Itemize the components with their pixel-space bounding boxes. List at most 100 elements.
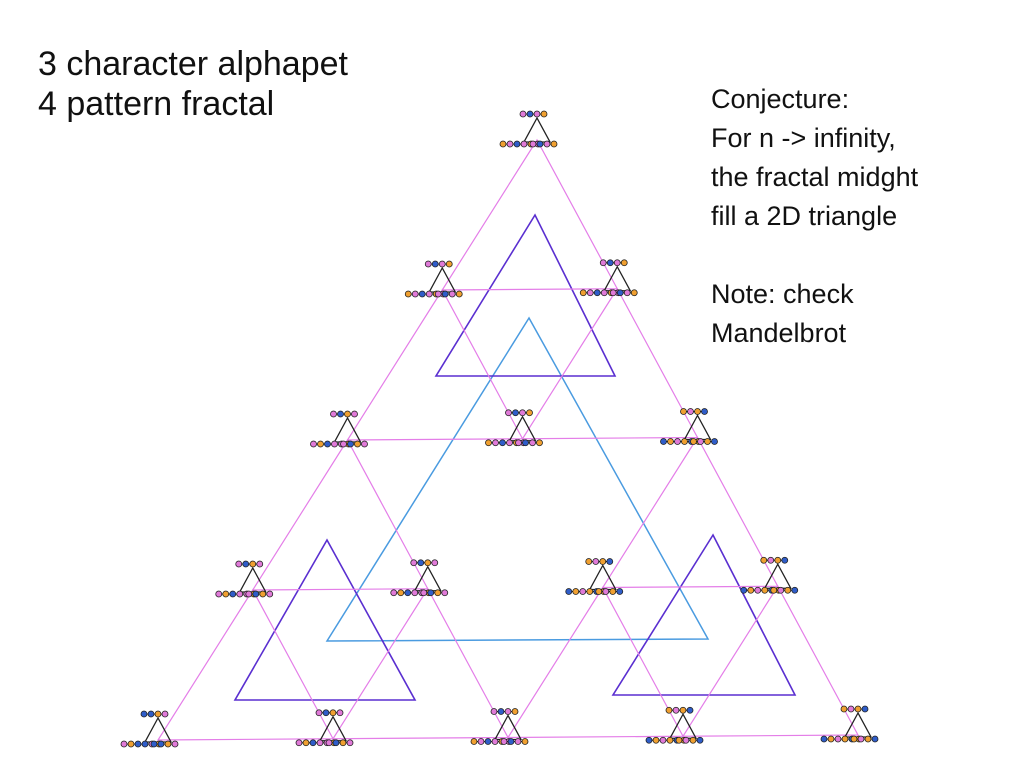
- symbol-string: [150, 740, 179, 748]
- symbol-bead: [410, 559, 418, 567]
- symbol-string: [840, 705, 869, 713]
- symbol-bead: [150, 740, 158, 748]
- symbol-bead: [404, 589, 412, 597]
- symbol-bead: [242, 560, 250, 568]
- note-line-3: the fractal midght: [711, 162, 919, 192]
- symbol-bead: [434, 290, 442, 298]
- symbol-bead: [215, 590, 223, 598]
- symbol-string: [245, 590, 274, 598]
- symbol-bead: [154, 710, 162, 718]
- level3-triangle: [156, 588, 335, 741]
- mini-triangle: [238, 566, 267, 593]
- level3-triangle: [521, 287, 699, 440]
- symbol-bead: [485, 439, 492, 447]
- symbol-bead: [515, 439, 522, 447]
- symbol-bead: [484, 738, 492, 745]
- title-line-1: 3 character alphapet: [38, 45, 348, 83]
- symbol-bead: [330, 410, 337, 418]
- leaf-node: [579, 259, 638, 297]
- leaf-node: [404, 260, 463, 298]
- symbol-string: [515, 439, 543, 447]
- symbol-bead: [540, 110, 548, 118]
- symbol-bead: [609, 289, 617, 297]
- symbol-bead: [434, 589, 442, 597]
- symbol-string: [770, 586, 799, 594]
- symbol-bead: [492, 439, 499, 447]
- symbol-bead: [854, 705, 862, 713]
- symbol-bead: [606, 558, 614, 565]
- symbol-bead: [760, 556, 768, 564]
- symbol-bead: [309, 739, 317, 747]
- symbol-string: [295, 739, 338, 747]
- symbol-string: [680, 408, 708, 415]
- symbol-bead: [506, 140, 514, 148]
- symbol-bead: [740, 586, 748, 594]
- mini-triangle: [143, 716, 173, 743]
- symbol-bead: [682, 736, 690, 744]
- symbol-bead: [585, 558, 593, 565]
- symbol-bead: [222, 590, 230, 598]
- symbol-bead: [533, 110, 541, 118]
- symbol-string: [315, 709, 344, 717]
- symbol-bead: [529, 140, 537, 148]
- symbol-bead: [512, 409, 519, 417]
- symbol-bead: [340, 440, 347, 448]
- leaf-node: [215, 560, 274, 598]
- symbol-bead: [572, 588, 580, 595]
- symbol-string: [505, 409, 533, 417]
- symbol-string: [340, 440, 368, 448]
- symbol-string: [500, 738, 529, 745]
- note-line-6: Note: check: [711, 279, 854, 309]
- symbol-bead: [592, 558, 600, 565]
- symbol-string: [760, 556, 789, 564]
- mini-triangle: [843, 711, 873, 738]
- symbol-bead: [157, 740, 165, 748]
- symbol-bead: [616, 289, 624, 297]
- symbol-bead: [445, 260, 453, 268]
- symbol-bead: [339, 739, 347, 747]
- symbol-bead: [689, 736, 697, 744]
- mini-triangle: [428, 266, 457, 293]
- symbol-bead: [696, 736, 704, 744]
- symbol-bead: [310, 440, 317, 448]
- level3-triangle: [601, 436, 779, 589]
- symbol-string: [529, 140, 558, 148]
- symbol-bead: [679, 706, 687, 714]
- symbol-bead: [499, 140, 507, 148]
- mini-triangle: [588, 564, 617, 591]
- note-line-4: fill a 2D triangle: [711, 201, 898, 231]
- symbol-string: [599, 259, 628, 267]
- symbol-bead: [543, 140, 551, 148]
- note-line-7: Mandelbrot: [711, 318, 847, 348]
- symbol-bead: [652, 736, 660, 744]
- symbol-bead: [259, 590, 267, 598]
- mini-triangle: [668, 712, 698, 739]
- symbol-string: [690, 438, 718, 445]
- symbol-string: [310, 440, 352, 448]
- symbol-bead: [871, 735, 879, 743]
- symbol-bead: [686, 706, 694, 714]
- symbol-bead: [666, 736, 674, 744]
- leaf-node: [120, 710, 179, 748]
- symbol-bead: [397, 589, 405, 597]
- note-line-1: Conjecture:: [711, 84, 850, 114]
- symbol-bead: [593, 289, 601, 297]
- symbol-bead: [519, 110, 527, 118]
- symbol-bead: [613, 259, 621, 267]
- mini-triangle: [603, 265, 632, 292]
- level3-triangle: [346, 288, 524, 441]
- leaf-node: [390, 559, 449, 597]
- symbol-bead: [411, 290, 419, 298]
- note-line-2: For n -> infinity,: [711, 123, 896, 153]
- level3-triangle: [506, 586, 685, 739]
- symbol-bead: [579, 289, 587, 297]
- symbol-bead: [850, 735, 858, 743]
- symbol-bead: [522, 439, 529, 447]
- symbol-string: [140, 710, 169, 718]
- symbol-string: [434, 290, 463, 298]
- symbol-bead: [252, 590, 260, 598]
- symbol-bead: [827, 735, 835, 743]
- leaf-node: [485, 409, 543, 447]
- symbol-bead: [354, 440, 361, 448]
